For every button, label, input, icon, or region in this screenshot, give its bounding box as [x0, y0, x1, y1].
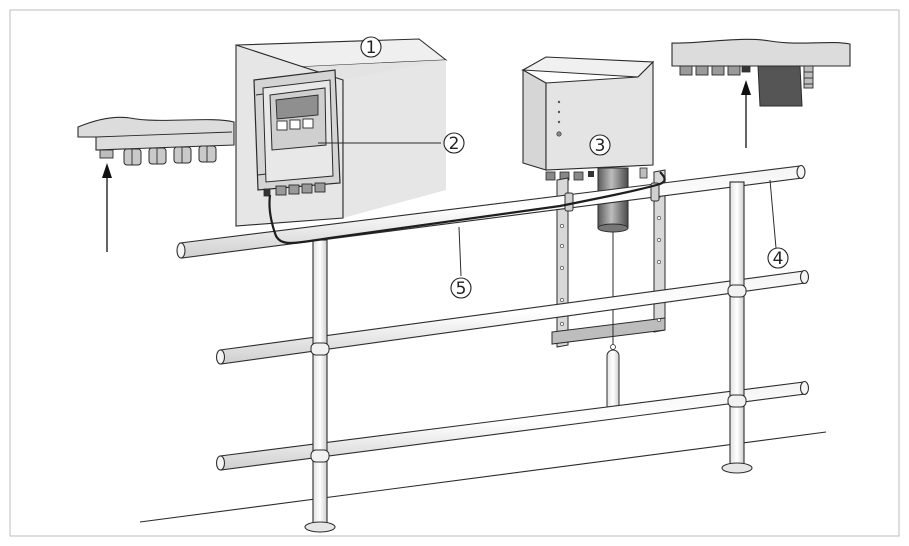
callout-1: 1 — [360, 36, 382, 58]
callout-3: 3 — [589, 134, 611, 156]
callout-5-text: 5 — [456, 279, 467, 299]
arrow-left — [102, 163, 112, 252]
callout-1-text: 1 — [366, 38, 377, 58]
sensor-box — [521, 56, 655, 233]
callout-5: 5 — [450, 277, 472, 299]
callout-2-text: 2 — [449, 134, 460, 154]
callout-4-text: 4 — [773, 249, 784, 269]
figure-frame — [9, 9, 900, 537]
detail-converter-glands — [77, 116, 235, 166]
railing — [176, 164, 810, 533]
ground-line — [139, 431, 827, 523]
callout-3-text: 3 — [595, 136, 606, 156]
arrow-right — [741, 80, 751, 148]
signal-cable — [268, 171, 666, 245]
callout-4: 4 — [767, 247, 789, 269]
callout-2: 2 — [443, 132, 465, 154]
converter-housing — [253, 69, 341, 197]
detail-sensor-connections — [671, 38, 851, 107]
leader-lines — [318, 142, 777, 277]
